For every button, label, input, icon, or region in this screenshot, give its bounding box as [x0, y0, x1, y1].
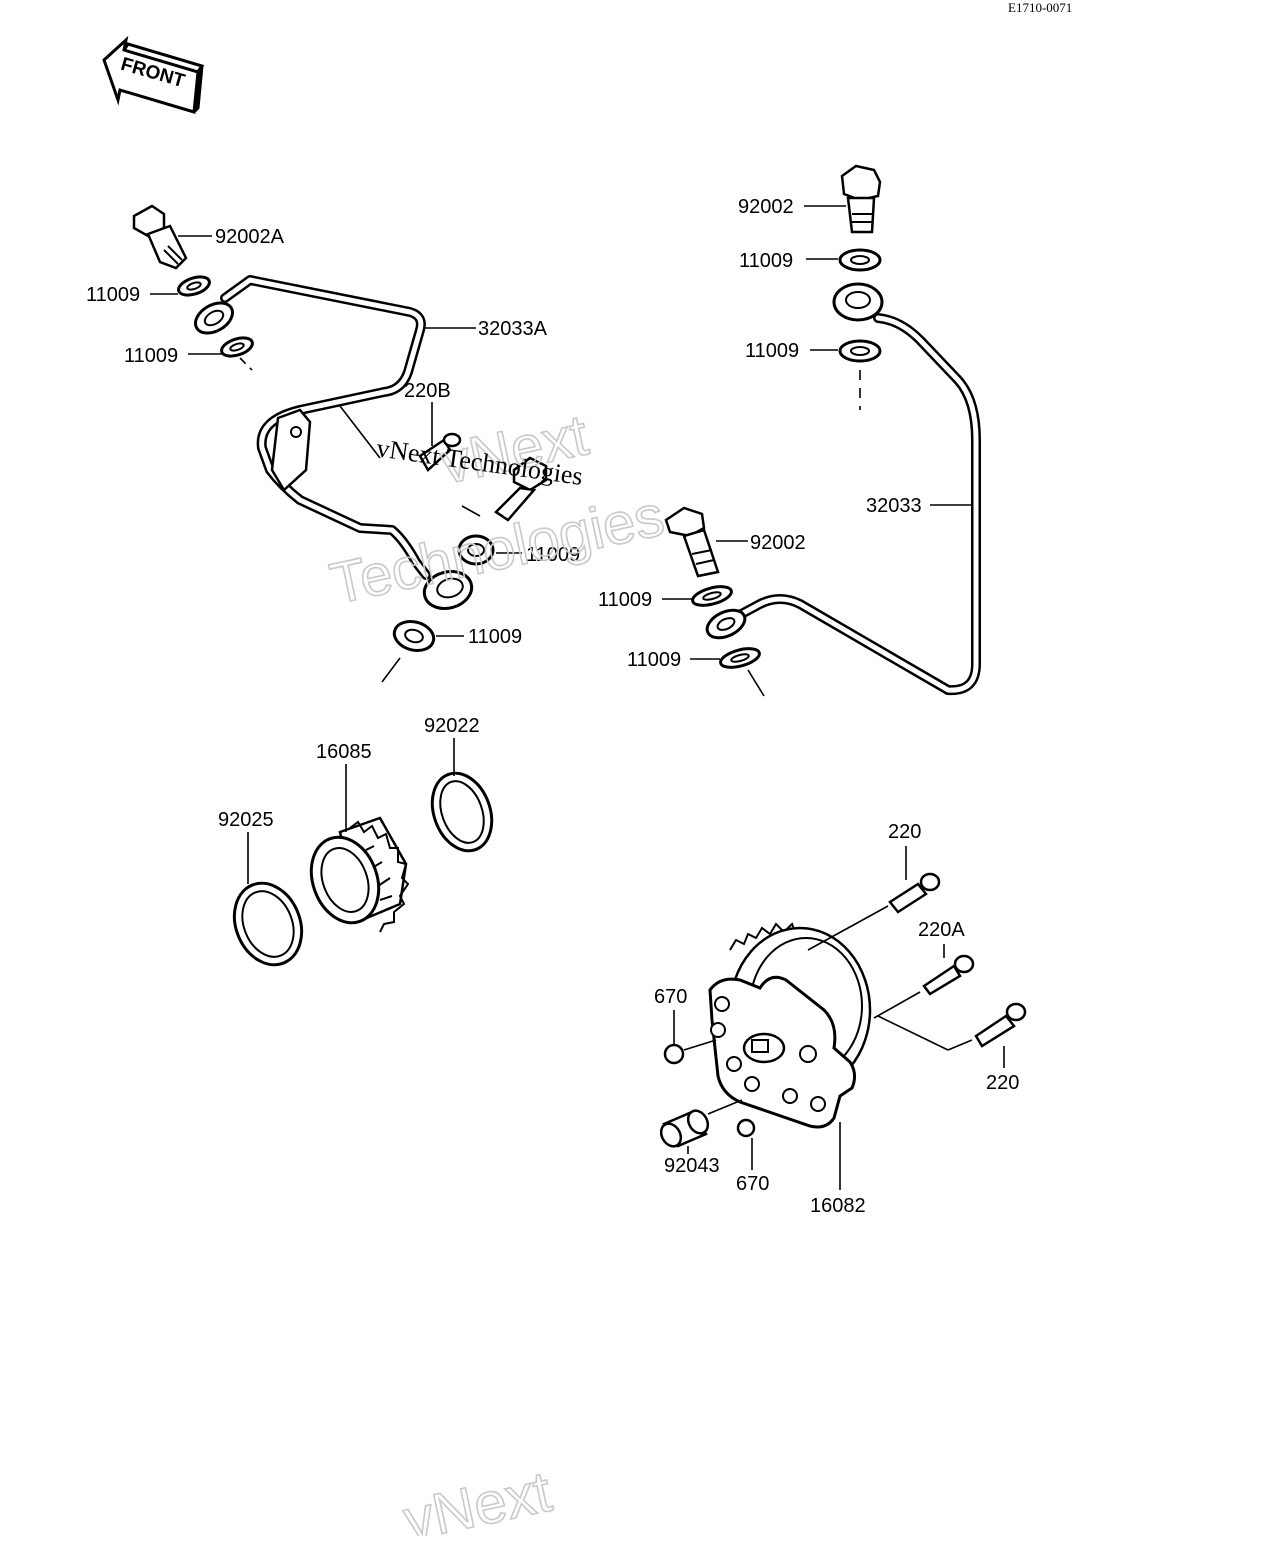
o-ring-92025-icon [232, 881, 304, 967]
banjo-bolt-92002-top [840, 164, 882, 234]
washer-11009-c-icon [457, 534, 495, 566]
watermark-outline-bottom: vNext [398, 1459, 557, 1536]
banjo-bolt-92002-mid [664, 506, 720, 578]
label-220-top: 220 [888, 821, 921, 843]
label-11009-d: 11009 [468, 626, 522, 648]
label-11009-b: 11009 [124, 345, 178, 367]
dowel-pin-92043-icon [659, 1099, 743, 1154]
label-32033A: 32033A [478, 318, 548, 340]
label-220A: 220A [918, 919, 965, 941]
label-670-b: 670 [736, 1173, 769, 1195]
oil-pipe-32033 [705, 282, 981, 696]
o-ring-670-b-icon [736, 1118, 756, 1138]
o-ring-670-a-icon [663, 1043, 685, 1065]
washer-11009-d-icon [392, 620, 436, 652]
label-32033: 32033 [866, 495, 922, 517]
bolt-220-top [807, 846, 941, 951]
banjo-bolt-center [339, 405, 548, 522]
banjo-bolt-92002A [132, 204, 188, 270]
washer-11009-g-icon [691, 585, 733, 607]
diagram-ref-code: E1710-0071 [1008, 0, 1072, 15]
label-92043: 92043 [664, 1155, 720, 1177]
label-92022: 92022 [424, 715, 480, 737]
washer-11009-e-icon [838, 248, 882, 272]
label-11009-g: 11009 [598, 589, 652, 611]
oil-pipe-32033A [194, 275, 474, 610]
label-220B: 220B [404, 380, 451, 402]
label-220-right: 220 [986, 1072, 1019, 1094]
o-ring-92022-icon [430, 771, 494, 853]
washer-11009-a-icon [177, 275, 211, 297]
label-92002-top: 92002 [738, 196, 794, 218]
label-92025: 92025 [218, 809, 274, 831]
gear-sleeve-16085-icon [309, 816, 410, 933]
bolt-220B [418, 402, 462, 472]
label-92002-mid: 92002 [750, 532, 806, 554]
oil-pump-16082-icon [708, 922, 872, 1129]
bolt-220A [873, 944, 975, 1019]
label-11009-h: 11009 [627, 649, 681, 671]
bolt-220-right [877, 1002, 1027, 1068]
label-11009-e: 11009 [739, 250, 793, 272]
washer-11009-h-icon [719, 647, 761, 669]
label-11009-c: 11009 [526, 544, 580, 566]
label-11009-a: 11009 [86, 284, 140, 306]
label-92002A: 92002A [215, 226, 285, 248]
front-arrow-icon: FRONT [102, 35, 205, 114]
label-670-a: 670 [654, 986, 687, 1008]
washer-11009-b-icon [220, 336, 254, 358]
label-11009-f: 11009 [745, 340, 799, 362]
label-16082: 16082 [810, 1195, 866, 1217]
washer-11009-f-icon [838, 339, 882, 363]
label-16085: 16085 [316, 741, 372, 763]
